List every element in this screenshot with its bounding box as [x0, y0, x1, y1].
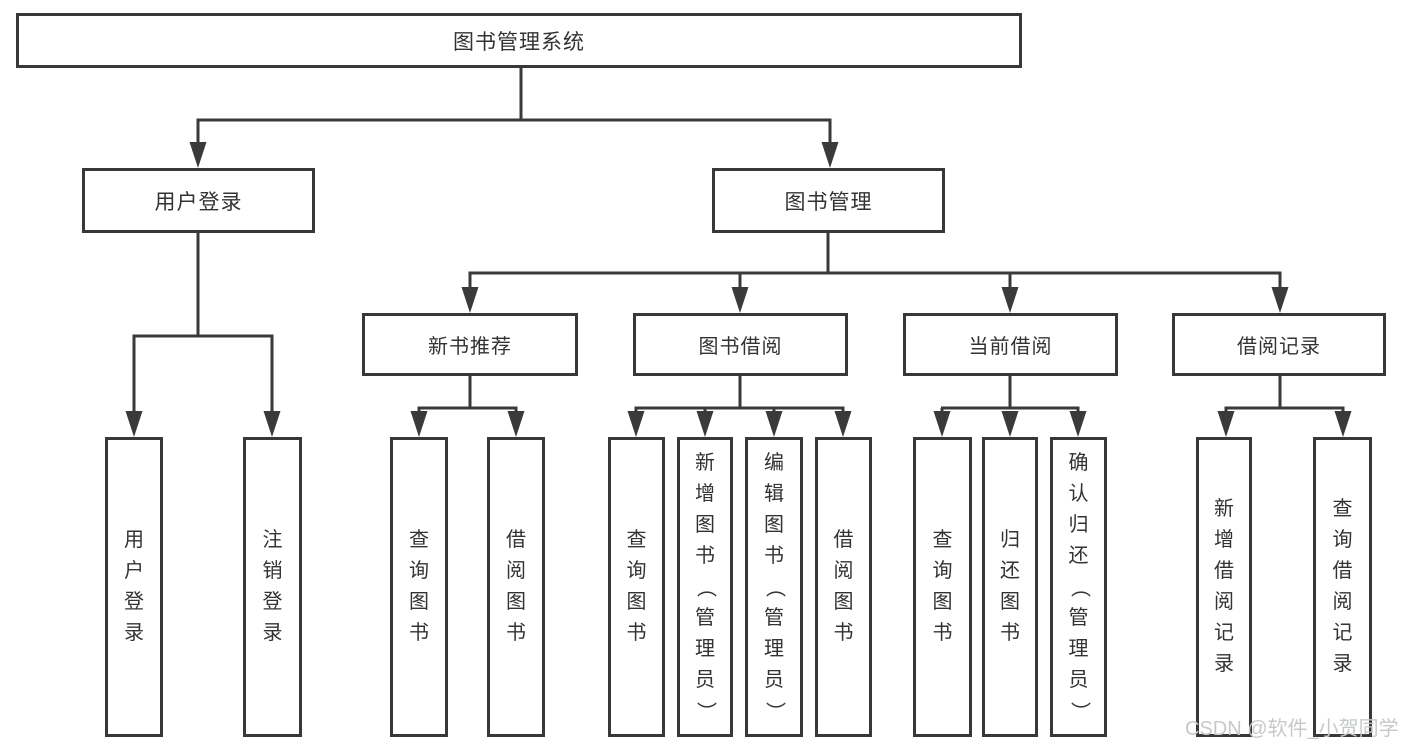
leaf-borrow-books: 借阅图书 — [815, 437, 872, 737]
leaf-query-books-current: 查询图书 — [913, 437, 972, 737]
leaf-label: 归还图书 — [1000, 529, 1020, 644]
node-label: 图书借阅 — [698, 336, 783, 358]
leaf-label: 注销登录 — [262, 529, 283, 644]
leaf-user-login: 用户登录 — [105, 437, 163, 737]
leaf-add-borrow-record: 新增借阅记录 — [1196, 437, 1252, 737]
leaf-label: 查询图书 — [932, 529, 953, 644]
node-label: 用户登录 — [154, 190, 243, 214]
leaf-label: 编辑图书（管理员） — [763, 451, 786, 722]
leaf-edit-books-admin: 编辑图书（管理员） — [745, 437, 803, 737]
leaf-label: 新增图书（管理员） — [694, 451, 717, 722]
node-library-management-system: 图书管理系统 — [16, 13, 1022, 68]
node-borrowing-records: 借阅记录 — [1172, 313, 1386, 376]
node-user-login: 用户登录 — [82, 168, 315, 233]
node-book-borrowing: 图书借阅 — [633, 313, 848, 376]
leaf-confirm-return-admin: 确认归还（管理员） — [1050, 437, 1107, 737]
leaf-return-books: 归还图书 — [982, 437, 1038, 737]
leaf-label: 查询借阅记录 — [1332, 498, 1353, 675]
leaf-query-borrow-record: 查询借阅记录 — [1313, 437, 1372, 737]
node-book-management: 图书管理 — [712, 168, 945, 233]
leaf-label: 确认归还（管理员） — [1068, 451, 1090, 722]
leaf-label: 借阅图书 — [506, 529, 526, 644]
leaf-logout-login: 注销登录 — [243, 437, 302, 737]
arrowheads — [125, 142, 1352, 437]
node-new-book-recommend: 新书推荐 — [362, 313, 578, 376]
node-label: 新书推荐 — [428, 336, 512, 358]
node-label: 当前借阅 — [968, 336, 1053, 358]
leaf-label: 新增借阅记录 — [1214, 498, 1234, 675]
leaf-query-books-borrowing: 查询图书 — [608, 437, 665, 737]
node-current-borrowing: 当前借阅 — [903, 313, 1118, 376]
leaf-label: 用户登录 — [124, 529, 144, 644]
csdn-watermark: CSDN @软件_小贺同学 — [1185, 718, 1399, 740]
node-label: 图书管理 — [784, 190, 873, 214]
node-label: 借阅记录 — [1237, 336, 1321, 358]
leaf-borrow-books-recommend: 借阅图书 — [487, 437, 545, 737]
leaf-add-books-admin: 新增图书（管理员） — [677, 437, 733, 737]
leaf-query-books-recommend: 查询图书 — [390, 437, 448, 737]
leaf-label: 查询图书 — [626, 529, 647, 644]
node-label: 图书管理系统 — [453, 30, 585, 54]
leaf-label: 借阅图书 — [833, 529, 854, 644]
leaf-label: 查询图书 — [409, 529, 429, 644]
